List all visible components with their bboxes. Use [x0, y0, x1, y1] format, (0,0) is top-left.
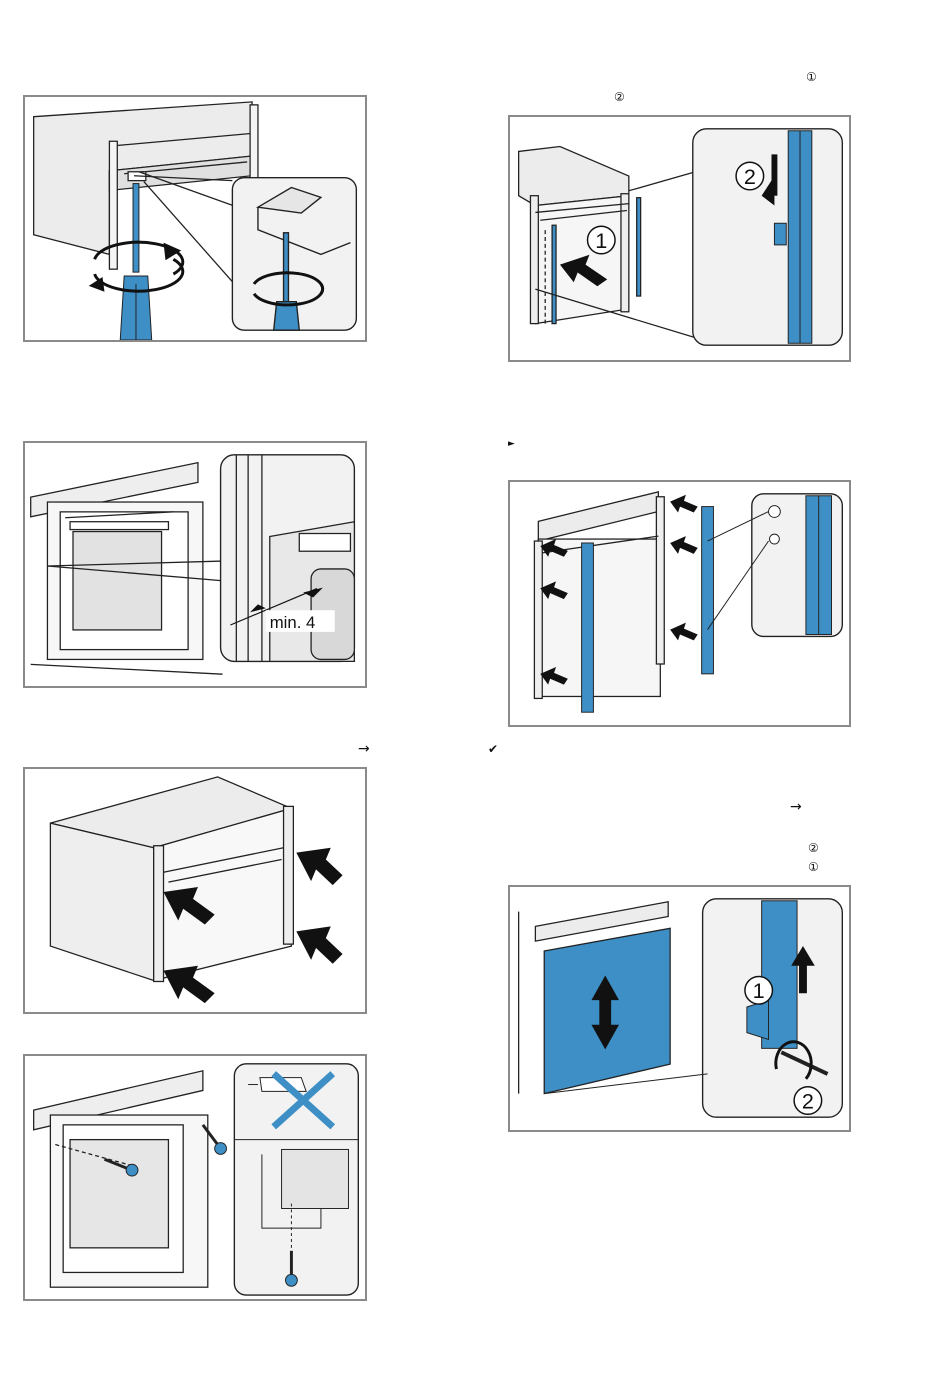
figure-screw-top-bracket	[23, 95, 367, 342]
callout-step-1-label: 1	[595, 228, 607, 253]
screw-top-bracket-illustration	[25, 97, 365, 340]
screwdriver-icon	[120, 184, 151, 340]
callout-step-2-label: 2	[744, 164, 756, 189]
check-marker: ✔	[488, 742, 498, 756]
bullet-arrow-marker: ►	[508, 437, 515, 451]
gap-clearance-illustration: min. 4	[25, 443, 365, 686]
adjust-step-2-label: 2	[802, 1088, 814, 1113]
press-door-frame-illustration	[25, 769, 365, 1012]
cross-reference-arrow-left: →	[358, 742, 370, 756]
step-1-marker-top: ①	[806, 70, 817, 84]
min-clearance-label: min. 4	[270, 613, 316, 632]
figure-screw-fixing	[23, 1054, 367, 1301]
step-2-marker-top: ②	[614, 90, 625, 104]
insert-strips-illustration	[510, 482, 849, 725]
figure-insert-strips	[508, 480, 851, 727]
step-1-marker-lower: ①	[808, 860, 819, 874]
adjust-door-illustration: 1 2	[510, 887, 849, 1130]
figure-attach-side-strips: 1 2	[508, 115, 851, 362]
cross-reference-arrow-right: →	[790, 800, 802, 814]
figure-gap-clearance: min. 4	[23, 441, 367, 688]
step-2-marker-lower: ②	[808, 841, 819, 855]
adjust-step-1-label: 1	[753, 978, 765, 1003]
screw-fixing-illustration	[25, 1056, 365, 1299]
figure-adjust-door: 1 2	[508, 885, 851, 1132]
figure-press-door-frame	[23, 767, 367, 1014]
attach-side-strips-illustration: 1 2	[510, 117, 849, 360]
